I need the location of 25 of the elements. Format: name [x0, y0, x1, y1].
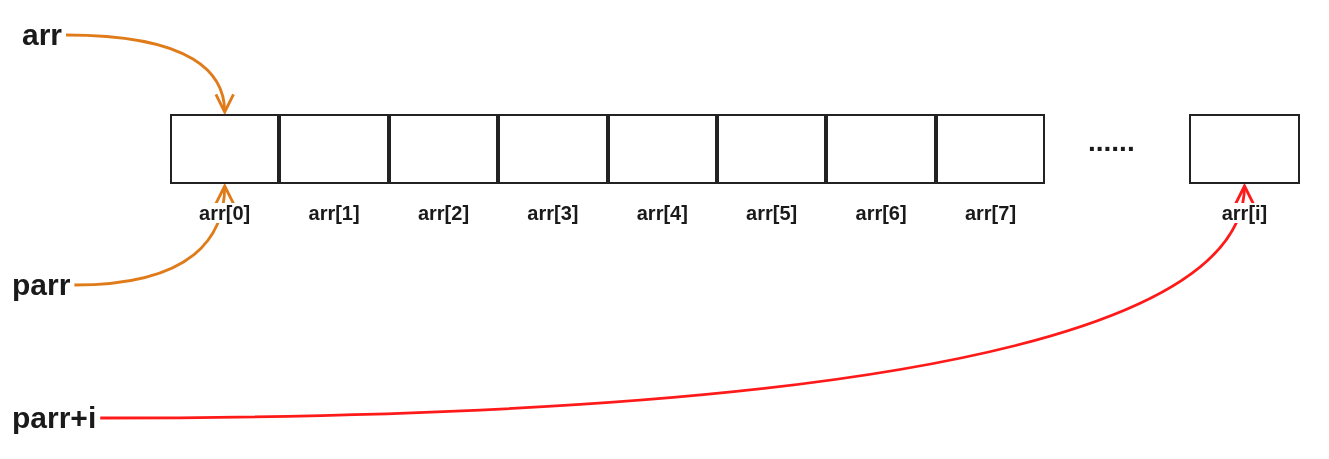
index-label: arr[7]	[962, 203, 1019, 223]
ellipsis: ......	[1088, 128, 1135, 156]
array-cell	[279, 114, 389, 184]
array-cell	[935, 114, 1046, 184]
array-cell	[717, 114, 827, 184]
pointer-label: parr	[12, 270, 71, 300]
index-label: arr[4]	[634, 203, 690, 223]
array-cell	[607, 114, 717, 184]
curved-arrow	[100, 184, 1252, 420]
index-label: arr[0]	[197, 203, 253, 223]
pointer-label: parr+i	[12, 403, 97, 433]
index-label: arr[2]	[415, 203, 472, 223]
index-label: arr[1]	[306, 203, 362, 223]
index-label: arr[3]	[525, 203, 581, 223]
index-label: arr[5]	[744, 203, 800, 223]
pointer-label: arr	[22, 20, 63, 50]
array-cell	[170, 114, 280, 184]
index-label: arr[i]	[1219, 203, 1270, 223]
array-cell	[826, 114, 936, 184]
array-cell	[1189, 114, 1300, 184]
index-label: arr[6]	[853, 203, 909, 223]
array-cell	[388, 114, 499, 184]
curved-arrow	[74, 184, 234, 287]
array-cell	[498, 114, 608, 184]
curved-arrow	[66, 33, 234, 114]
